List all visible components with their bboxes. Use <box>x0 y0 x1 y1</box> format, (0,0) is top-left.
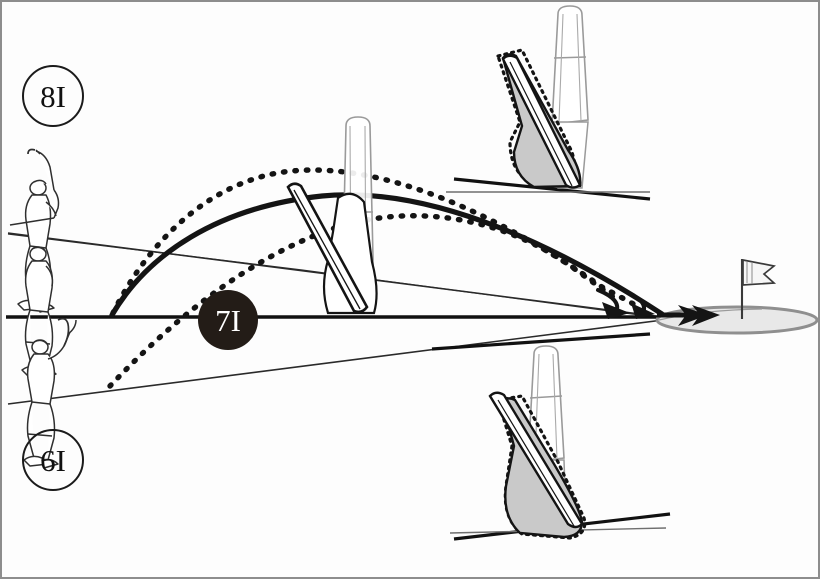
club-label-6i: 6I <box>22 429 84 491</box>
club-label-6i-text: 6I <box>40 442 66 478</box>
golfer-8i-club <box>9 148 55 226</box>
arrowhead-6i <box>596 288 630 319</box>
club-label-7i: 7I <box>198 290 258 350</box>
clubhead-7i-outline <box>286 116 378 315</box>
clubhead-8i-detail <box>446 5 651 201</box>
flag <box>742 258 777 286</box>
sight-line-lower <box>7 319 664 405</box>
club-label-7i-text: 7I <box>215 302 241 338</box>
trajectory-7i-solid <box>109 192 665 318</box>
arrowhead-7i <box>657 305 720 326</box>
clubhead-8i-ground-lines <box>446 177 651 201</box>
sight-line-upper-secondary <box>7 233 664 319</box>
golfer-6i-club <box>57 317 70 347</box>
club-label-8i: 8I <box>22 65 84 127</box>
club-label-8i-text: 8I <box>40 78 66 114</box>
putting-green <box>655 305 818 335</box>
trajectory-6i-dotted <box>107 213 630 389</box>
clubhead-6i-detail <box>431 332 671 541</box>
